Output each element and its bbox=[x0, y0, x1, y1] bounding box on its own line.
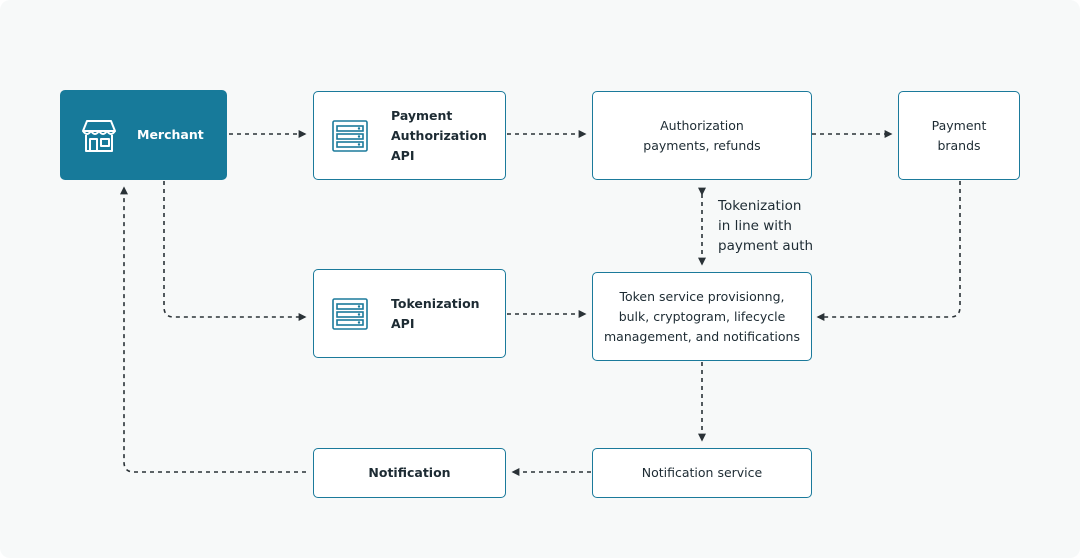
authorization-node: Authorization payments, refunds bbox=[592, 91, 812, 180]
label-line: bulk, cryptogram, lifecycle bbox=[618, 308, 786, 324]
label-line: Tokenization bbox=[391, 295, 480, 311]
tokenization-inline-annotation: Tokenization in line with payment auth bbox=[718, 196, 813, 256]
payment-brands-label: Payment brands bbox=[932, 116, 987, 156]
label-line: API bbox=[391, 147, 415, 163]
label-line: Authorization bbox=[660, 117, 744, 133]
label-line: Payment bbox=[931, 117, 987, 133]
token-service-node: Token service provisionng, bulk, cryptog… bbox=[592, 272, 812, 361]
label-line: API bbox=[391, 315, 415, 331]
merchant-label: Merchant bbox=[137, 127, 204, 142]
payment-authorization-api-node: Payment Authorization API bbox=[313, 91, 506, 180]
payment-authorization-api-label: Payment Authorization API bbox=[391, 106, 487, 166]
notification-label: Notification bbox=[368, 465, 451, 480]
notification-service-label: Notification service bbox=[641, 465, 763, 480]
merchant-node: Merchant bbox=[60, 90, 227, 180]
tokenization-api-node: Tokenization API bbox=[313, 269, 506, 358]
connector-notification-to-merchant bbox=[120, 186, 306, 473]
label-line: Payment bbox=[391, 107, 453, 123]
notification-service-node: Notification service bbox=[592, 448, 812, 498]
label-line: brands bbox=[937, 137, 981, 153]
label-line: Token service provisionng, bbox=[619, 288, 785, 304]
token-service-label: Token service provisionng, bulk, cryptog… bbox=[604, 287, 800, 347]
notification-node: Notification bbox=[313, 448, 506, 498]
payment-brands-node: Payment brands bbox=[898, 91, 1020, 180]
api-server-icon bbox=[331, 117, 369, 155]
label-line: management, and notifications bbox=[604, 328, 800, 344]
connector-payment-brands-to-token-service bbox=[816, 181, 961, 321]
annotation-line: in line with bbox=[718, 218, 792, 234]
api-server-icon bbox=[331, 295, 369, 333]
annotation-line: Tokenization bbox=[718, 198, 802, 214]
tokenization-api-label: Tokenization API bbox=[391, 294, 480, 334]
authorization-label: Authorization payments, refunds bbox=[643, 116, 760, 156]
label-line: Authorization bbox=[391, 127, 487, 143]
annotation-line: payment auth bbox=[718, 238, 814, 254]
connector-merchant-to-tokenization-api bbox=[163, 181, 307, 321]
label-line: payments, refunds bbox=[643, 137, 761, 153]
storefront-icon bbox=[79, 115, 119, 155]
